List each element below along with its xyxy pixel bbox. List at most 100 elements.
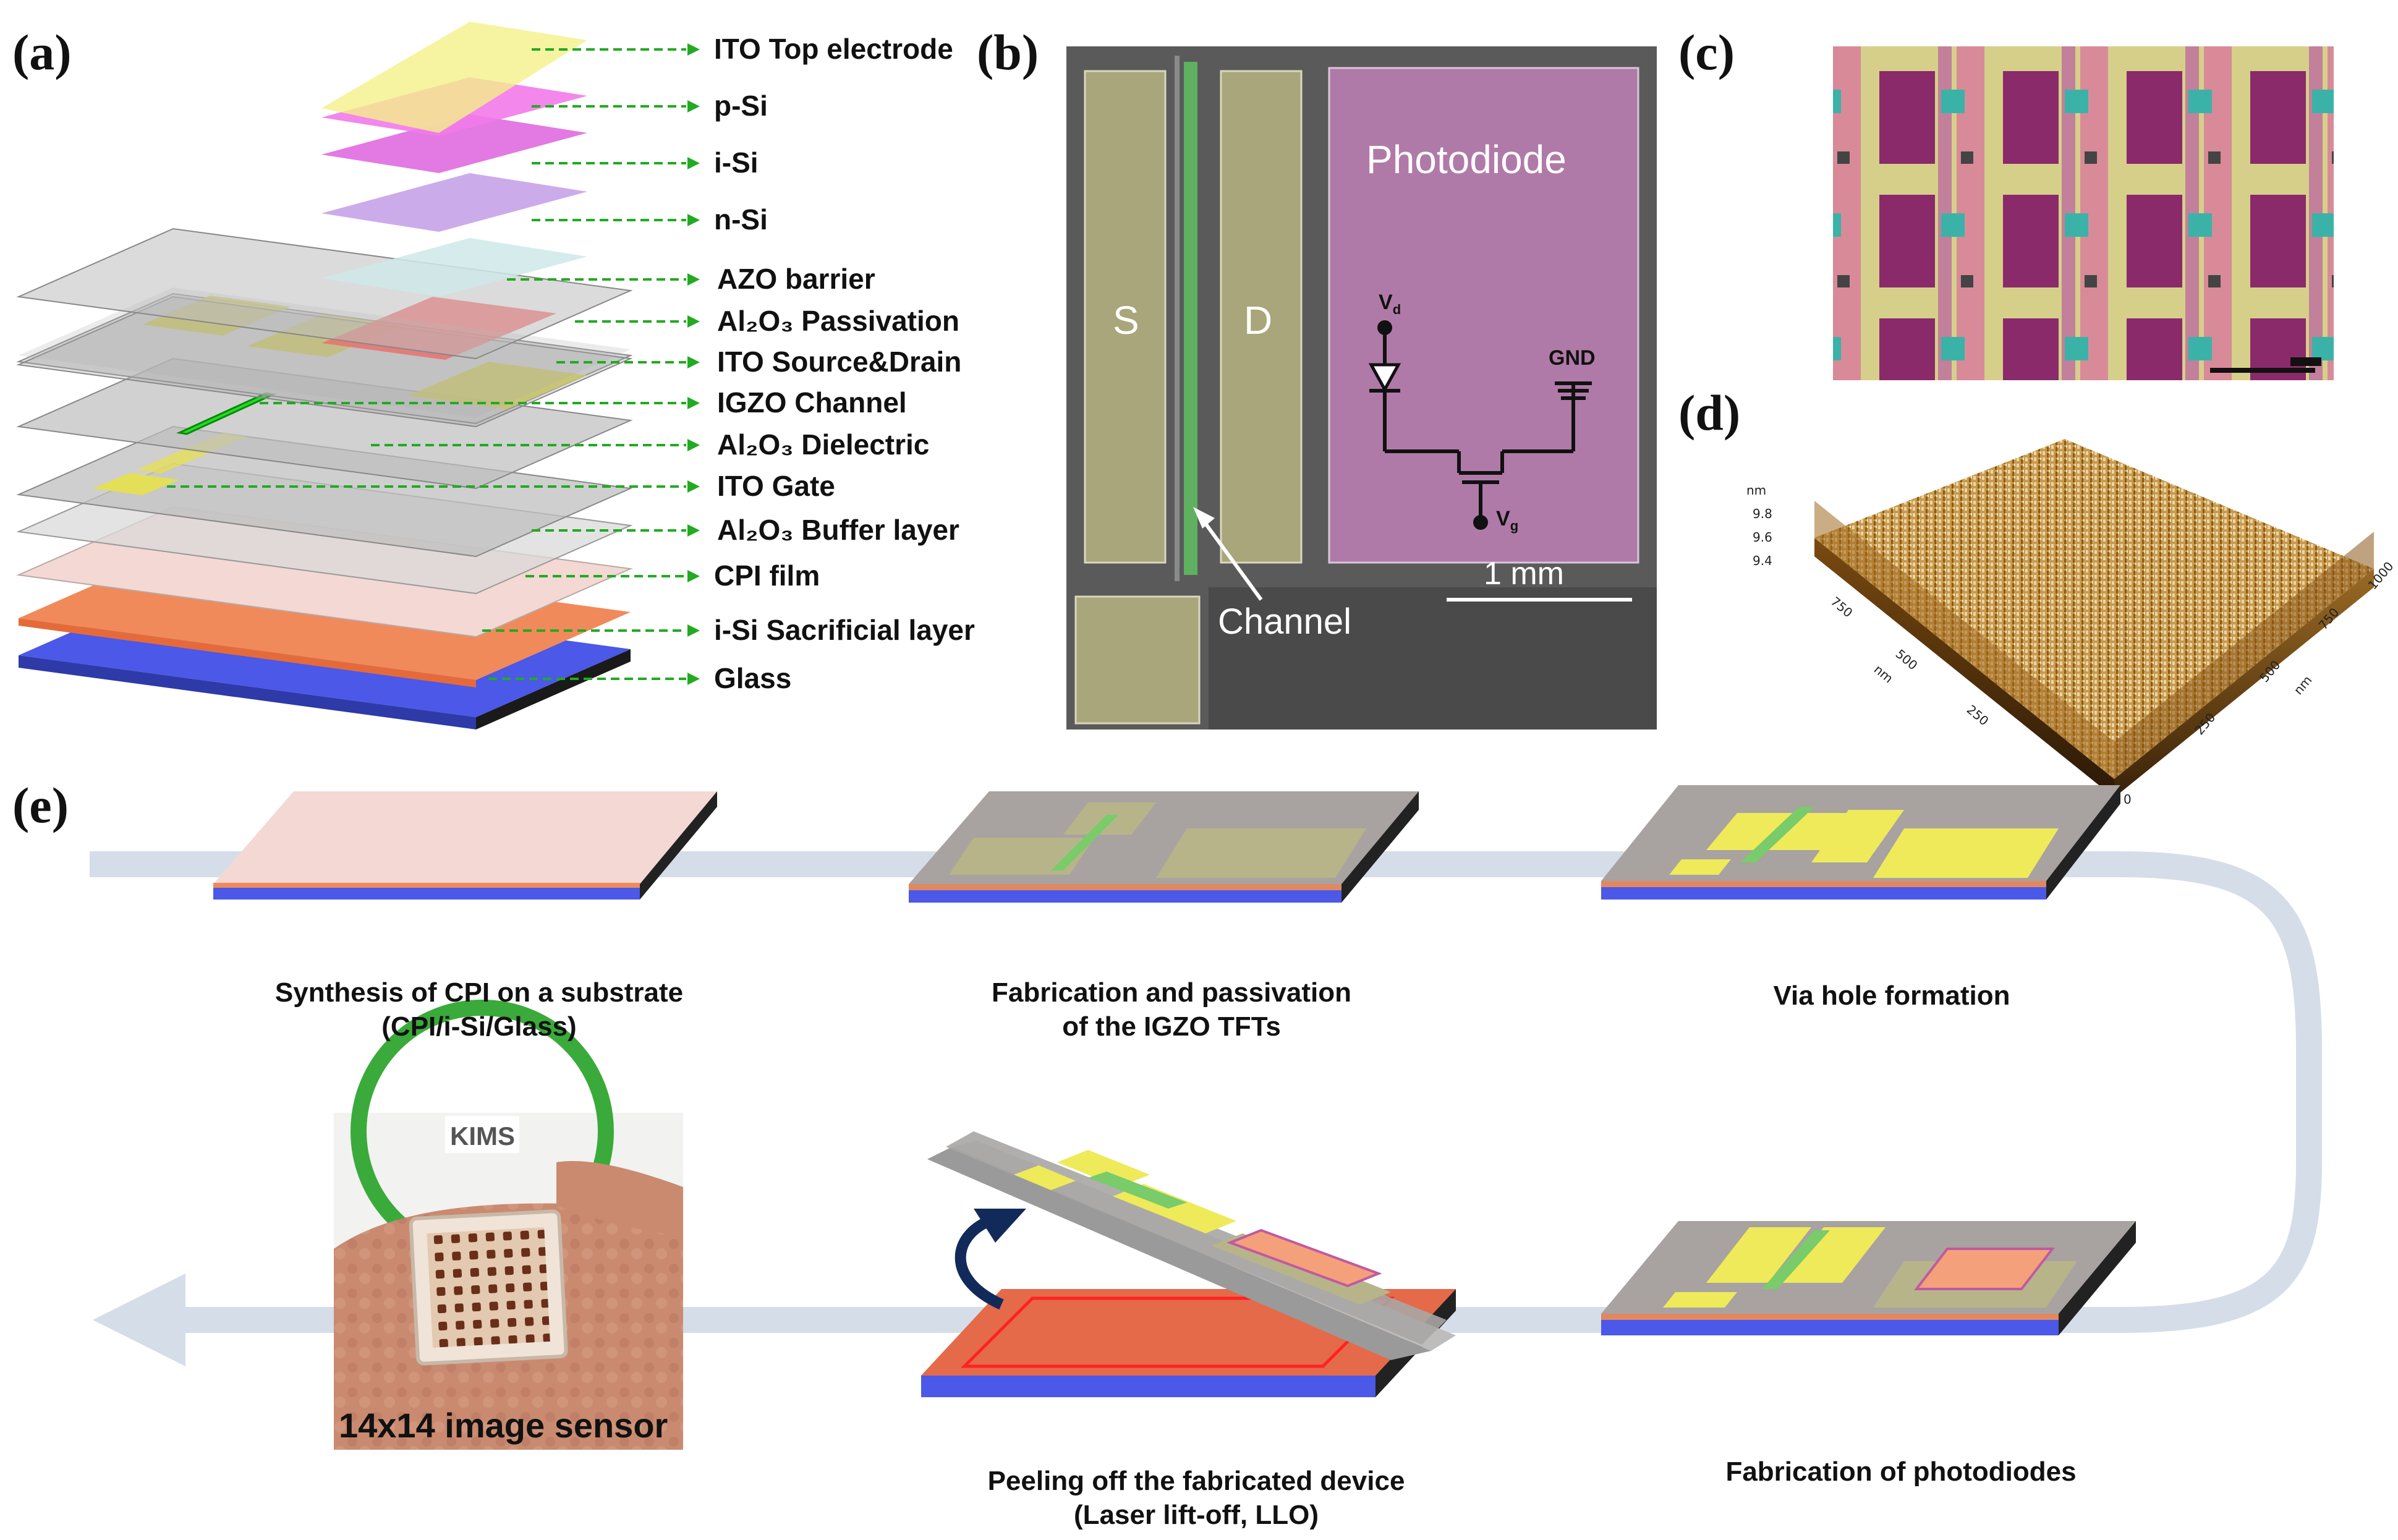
panel-b: (b) Photodiode S D (977, 24, 1657, 730)
pixel-drain-stripe (1957, 56, 1984, 189)
layer-label-glass: Glass (488, 662, 791, 694)
pixel-photodiode (2127, 195, 2182, 287)
layer-label-source-drain: ITO Source&Drain (556, 346, 961, 378)
pixel-via (1941, 90, 1965, 113)
pixel-electrode-stripe (2062, 56, 2075, 189)
afm-z-tick-2: 9.6 (1753, 530, 1772, 545)
channel-label: Channel (1218, 602, 1351, 642)
pixel-via (2312, 90, 2334, 113)
label-p-si: p-Si (714, 90, 768, 122)
label-cpi-film: CPI film (714, 559, 820, 592)
glass-layer-edge (476, 649, 631, 730)
panel-e: (e) (12, 777, 2322, 1530)
sacrificial-layer-side (19, 618, 476, 687)
pixel-photodiode (2250, 71, 2306, 164)
photodiode-label: Photodiode (1366, 137, 1567, 182)
azo-sheet (321, 238, 587, 297)
pixel-electrode-stripe (2062, 179, 2075, 312)
pixel-electrode-stripe (1938, 179, 1952, 312)
top-gray-plane (16, 228, 633, 360)
panel-c: (c) (1678, 24, 2334, 380)
label-igzo-channel: IGZO Channel (717, 386, 907, 419)
source-electrode (1084, 70, 1167, 564)
drain-label: D (1244, 298, 1272, 342)
lower-pad (1074, 595, 1201, 725)
step-4-label: Fabrication of photodiodes (1725, 1457, 2076, 1487)
pixel-photodiode (1879, 71, 1935, 164)
layer-label-dielectric: Al₂O₃ Dielectric (371, 428, 929, 461)
passivation-layer (16, 296, 633, 428)
pixel-via (1941, 337, 1965, 360)
channel-strip (1184, 62, 1197, 575)
pixel-contact (2208, 275, 2221, 287)
pixel-via (2188, 213, 2212, 237)
pixel-photodiode (2127, 318, 2182, 380)
afm-side-spikes (2114, 532, 2374, 779)
label-sacrificial-layer: i-Si Sacrificial layer (714, 614, 975, 646)
pixel-contact (1837, 275, 1850, 287)
drain-electrode (1220, 70, 1303, 564)
layer-label-igzo: IGZO Channel (260, 386, 907, 419)
source-label: S (1113, 298, 1139, 342)
pixel-electrode-stripe (2185, 56, 2199, 189)
pixel-photodiode (1879, 318, 1935, 380)
step-3-label: Via hole formation (1773, 981, 2010, 1011)
pixel-circuit (1368, 320, 1592, 530)
ito-gate (93, 473, 179, 495)
layer-label-ito-gate: ITO Gate (167, 470, 835, 502)
pixel-photodiode (2250, 195, 2306, 287)
ito-pad (408, 362, 587, 409)
sem-dark-region (1209, 587, 1657, 730)
afm-y-tick-750: 750 (1828, 593, 1856, 620)
pixel-contact (2085, 275, 2097, 287)
afm-z-tick-1: 9.8 (1753, 506, 1772, 521)
ito-top-sheet (321, 22, 587, 133)
label-buffer-layer: Al₂O₃ Buffer layer (717, 514, 959, 546)
pixel-via (2065, 213, 2088, 237)
process-flow-arrowhead (93, 1274, 185, 1366)
panel-a: (a) (12, 22, 975, 730)
optical-scale-label (2290, 357, 2321, 366)
label-glass: Glass (714, 662, 791, 694)
pixel-via (2312, 337, 2334, 360)
layer-stack (16, 228, 633, 730)
afm-y-tick-250: 250 (1964, 702, 1992, 728)
glass-layer-side (19, 655, 476, 730)
pixel-drain-stripe (2328, 179, 2334, 312)
vd-label: Vd (1379, 291, 1401, 317)
azo-plane (19, 287, 631, 417)
label-ito-gate: ITO Gate (717, 470, 835, 502)
step-substrate-block (213, 791, 717, 900)
pixel-contact (1837, 151, 1850, 164)
afm-side-face (2114, 569, 2374, 798)
layer-label-p-si: p-Si (532, 90, 768, 122)
peel-rotation-arrowhead (974, 1209, 1026, 1243)
pixel-drain-stripe (2204, 56, 2232, 189)
pixel-drain-stripe (2080, 56, 2108, 189)
gnd-label: GND (1549, 346, 1596, 370)
pixel-electrode-stripe (1938, 56, 1952, 189)
photodiode-sheets (321, 22, 587, 297)
step-peel-block (921, 1131, 1456, 1397)
panel-c-label: (c) (1678, 24, 1735, 80)
pixel-photodiode (2003, 71, 2059, 164)
optical-scale-bar (2210, 368, 2315, 373)
afm-x-tick-0: 0 (2124, 792, 2132, 807)
panel-e-label: (e) (12, 777, 69, 833)
pixel-contact (2208, 151, 2221, 164)
afm-z-unit: nm (1746, 483, 1766, 498)
photodiode-region (1328, 67, 1639, 564)
pixel-via (1833, 213, 1841, 237)
pixel-drain-stripe (2204, 179, 2232, 312)
kims-logo: KIMS (450, 1121, 515, 1151)
scale-label: 1 mm (1484, 556, 1564, 592)
panel-d: (d) nm 9.8 9.6 9.4 0 250 500 750 1000 nm… (1678, 385, 2397, 807)
pixel-electrode-stripe (2185, 179, 2199, 312)
pixel-photodiode (2003, 195, 2059, 287)
layer-label-n-si: n-Si (532, 203, 768, 236)
afm-surface (1814, 439, 2374, 779)
pixel-drain-stripe (1957, 179, 1984, 312)
afm-y-tick-500: 500 (1893, 646, 1921, 673)
